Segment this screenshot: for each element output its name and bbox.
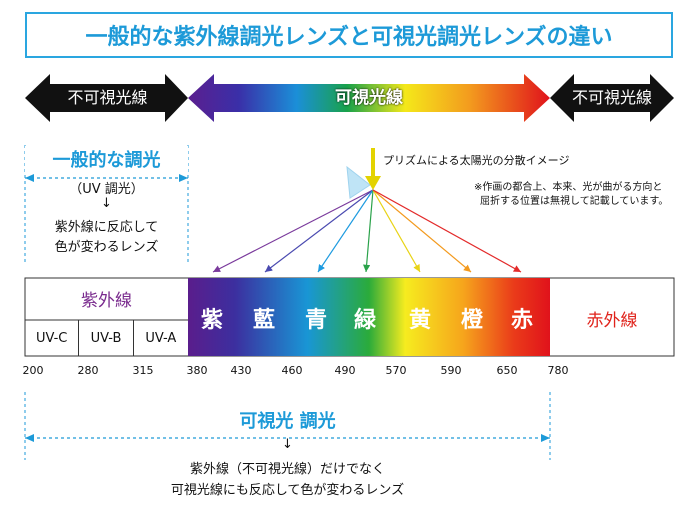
- uv-label: 紫外線: [81, 291, 132, 311]
- ray-orange: [372, 189, 472, 273]
- color-green: 緑: [354, 308, 377, 333]
- uv-b-cell: UV-B: [79, 320, 134, 356]
- ray-red: [372, 189, 522, 273]
- visible-range-left-head: [25, 434, 34, 442]
- prism-note-1: ※作画の都合上、本来、光が曲がる方向と: [474, 182, 663, 193]
- ray-blue: [317, 189, 374, 273]
- left-invisible-label: 不可視光線: [67, 88, 148, 107]
- uv-subdivisions: UV-C UV-B UV-A: [25, 320, 188, 356]
- color-name-row: 紫 藍 青 緑 黄 橙 赤: [188, 278, 550, 356]
- tick-650: 650: [496, 364, 518, 377]
- left-invisible-arrow: [25, 74, 188, 122]
- tick-460: 460: [281, 364, 303, 377]
- general-line2: 色が変わるレンズ: [54, 240, 159, 255]
- color-blue: 青: [305, 308, 328, 333]
- visible-range-right-head: [541, 434, 550, 442]
- visible-title: 可視光 調光: [239, 411, 336, 432]
- color-red: 赤: [511, 308, 534, 333]
- color-indigo: 藍: [253, 308, 276, 333]
- general-range-right-head: [179, 174, 188, 182]
- general-line1: 紫外線に反応して: [54, 220, 159, 235]
- visible-arrow: ↓: [282, 437, 293, 452]
- uv-c-cell: UV-C: [25, 320, 80, 356]
- tick-570: 570: [385, 364, 407, 377]
- visible-line2: 可視光線にも反応して色が変わるレンズ: [170, 483, 405, 498]
- tick-280: 280: [77, 364, 99, 377]
- page-title: 一般的な紫外線調光レンズと可視光調光レンズの違い: [25, 12, 673, 58]
- prism-label: プリズムによる太陽光の分散イメージ: [383, 154, 570, 167]
- tick-780: 780: [547, 364, 569, 377]
- color-violet: 紫: [201, 308, 224, 333]
- ray-yellow: [372, 189, 421, 273]
- tick-490: 490: [334, 364, 356, 377]
- sunlight-beam-head: [365, 176, 381, 190]
- general-arrow: ↓: [101, 196, 112, 211]
- right-invisible-label: 不可視光線: [571, 88, 652, 107]
- visible-spectrum-bar: [188, 278, 550, 356]
- tick-315: 315: [132, 364, 154, 377]
- tick-590: 590: [440, 364, 462, 377]
- prism-icon: [346, 165, 371, 199]
- dispersion-rays: [212, 189, 522, 273]
- tick-200: 200: [22, 364, 44, 377]
- right-invisible-arrow: [550, 74, 674, 122]
- ray-violet: [212, 189, 374, 273]
- uv-a-cell: UV-A: [145, 330, 177, 346]
- ray-indigo: [264, 189, 374, 273]
- visible-line1: 紫外線（不可視光線）だけでなく: [189, 462, 385, 477]
- ir-label: 赤外線: [586, 311, 638, 331]
- visible-light-label: 可視光線: [335, 88, 403, 108]
- tick-380: 380: [186, 364, 208, 377]
- visible-light-arrow: [188, 74, 550, 122]
- ray-green: [363, 189, 374, 273]
- general-title: 一般的な調光: [25, 146, 188, 172]
- prism-note-2: 屈折する位置は無視して記載しています。: [480, 196, 669, 207]
- tick-430: 430: [230, 364, 252, 377]
- general-range-left-head: [25, 174, 34, 182]
- general-subtitle: （UV 調光）: [69, 182, 144, 197]
- color-yellow: 黄: [409, 308, 432, 333]
- color-orange: 橙: [461, 308, 484, 333]
